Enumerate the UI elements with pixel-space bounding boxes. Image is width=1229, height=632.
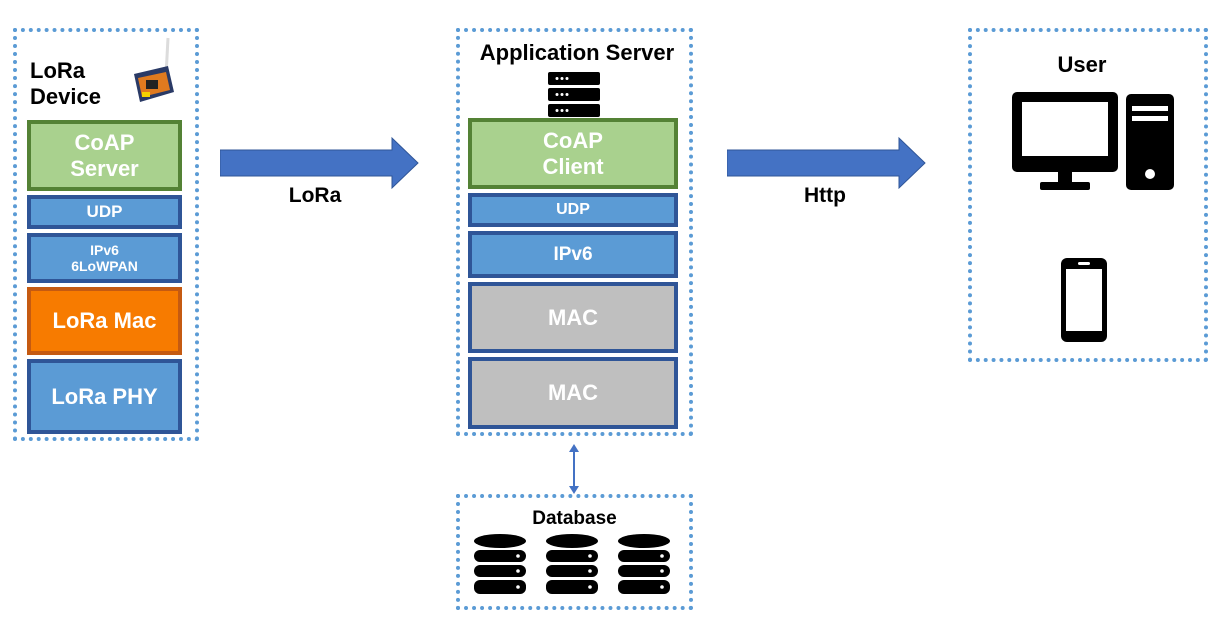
- http-link-label: Http: [804, 184, 846, 207]
- desktop-computer-icon: [1012, 92, 1174, 190]
- lora-link-label: LoRa: [288, 184, 342, 207]
- user-title: User: [1057, 52, 1107, 77]
- device-layer-coap-server: CoAP Server: [27, 120, 182, 191]
- lora-board-icon: [134, 37, 174, 102]
- lora-arrow: [220, 136, 419, 190]
- database-icon: [474, 534, 670, 594]
- lora-device-box: [13, 28, 199, 441]
- server-database-link-arrow: [569, 444, 579, 494]
- lora-device-title: LoRa Device: [30, 58, 101, 110]
- device-layer-udp: UDP: [27, 195, 182, 229]
- database-box: [456, 494, 693, 610]
- database-title: Database: [532, 508, 617, 529]
- server-rack-icon: [548, 72, 600, 117]
- application-server-title: Application Server: [479, 40, 675, 65]
- server-layer-coap-client: CoAP Client: [468, 118, 678, 189]
- server-layer-mac-2: MAC: [468, 357, 678, 429]
- device-layer-ipv6-6lowpan: IPv6 6LoWPAN: [27, 233, 182, 283]
- server-layer-mac-1: MAC: [468, 282, 678, 353]
- smartphone-icon: [1061, 258, 1107, 342]
- http-arrow: [727, 136, 926, 190]
- server-layer-udp: UDP: [468, 193, 678, 227]
- device-layer-lora-phy: LoRa PHY: [27, 359, 182, 434]
- server-layer-ipv6: IPv6: [468, 231, 678, 278]
- user-box: [968, 28, 1208, 362]
- application-server-box: [456, 28, 693, 436]
- device-layer-lora-mac: LoRa Mac: [27, 287, 182, 355]
